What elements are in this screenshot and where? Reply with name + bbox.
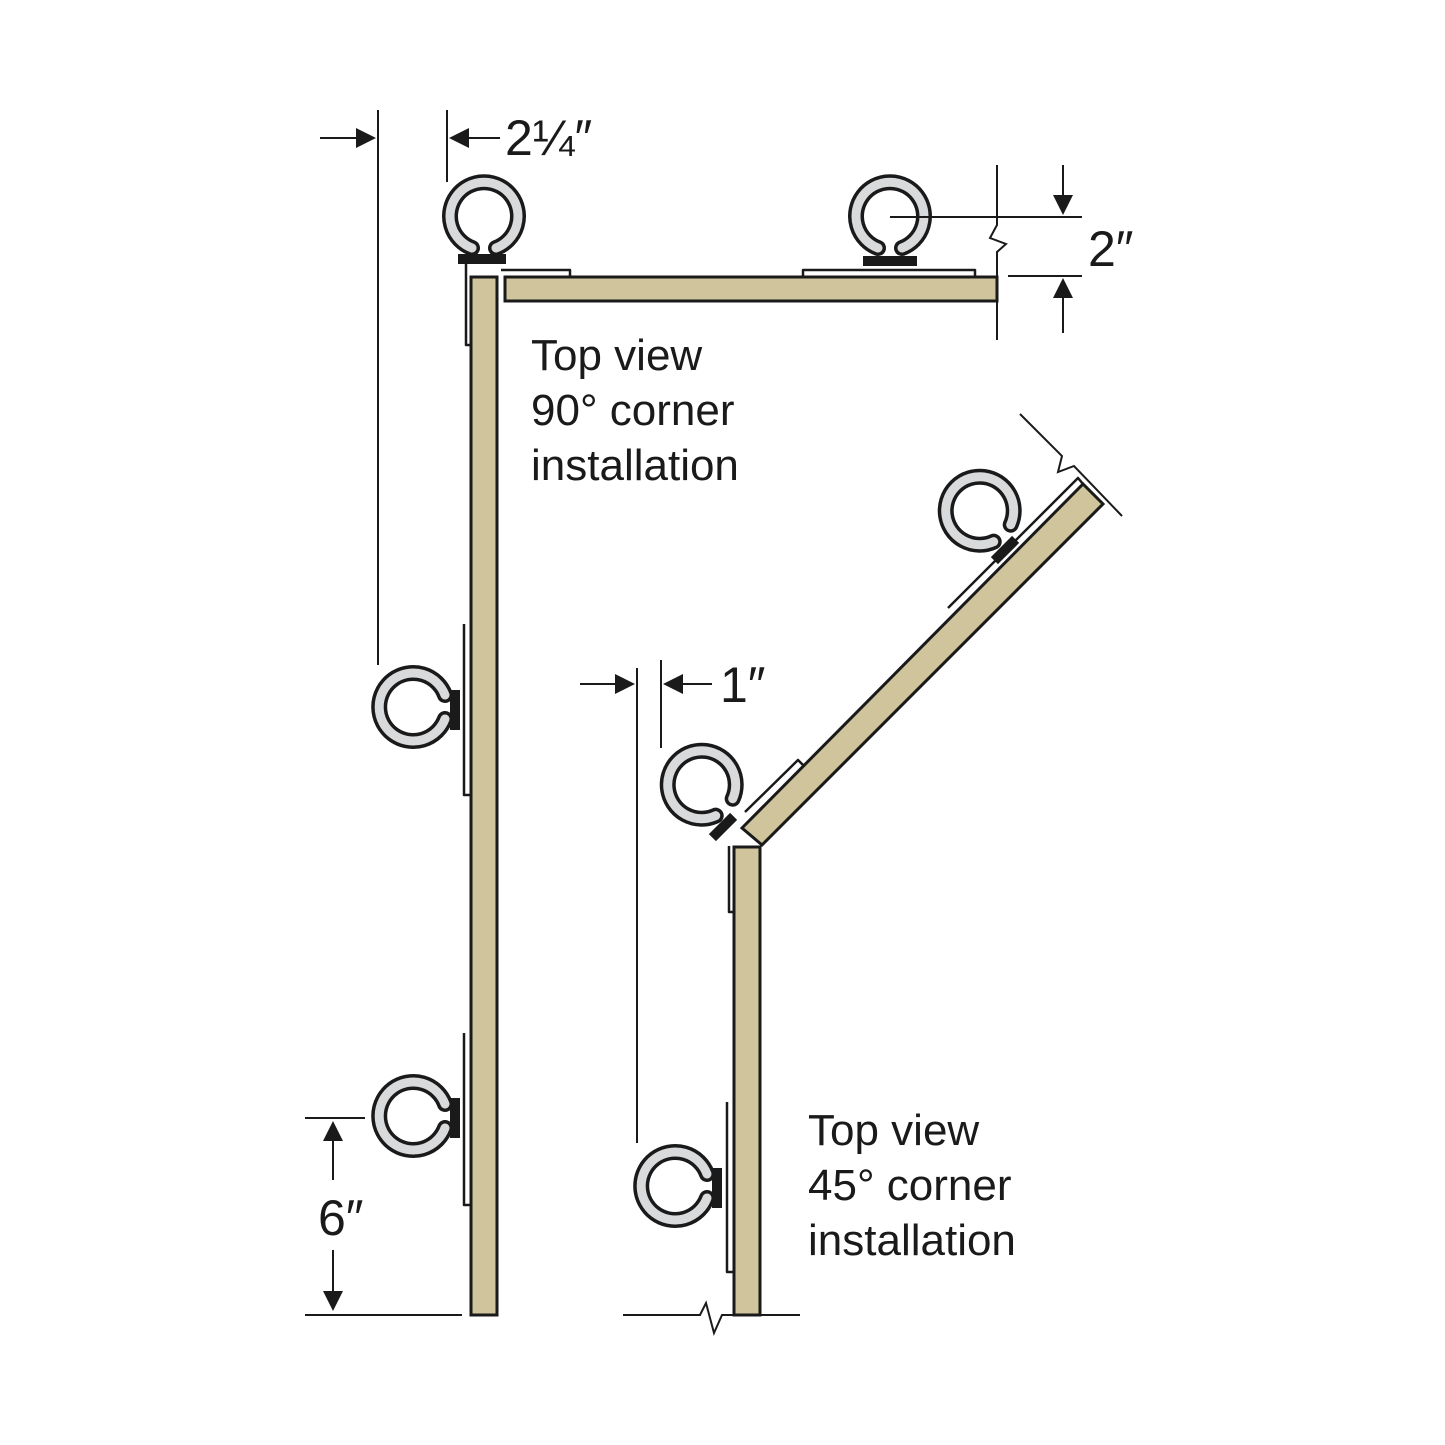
break-line-45-diagonal (1019, 413, 1123, 517)
vertical-board-90 (469, 275, 499, 1317)
bracket-ring-45-bottom (641, 1102, 734, 1274)
label-corner-90: Top view 90° corner installation (531, 331, 747, 490)
bracket-ring-45-corner (654, 737, 804, 914)
bracket-ring-90-top-left (450, 182, 572, 347)
vertical-board-45 (732, 845, 762, 1317)
bracket-ring-45-diagonal (932, 463, 1084, 609)
dimension-text-corner-offset: 1″ (720, 657, 766, 713)
break-line-90 (988, 165, 1008, 340)
bracket-ring-90-top-right (801, 182, 977, 277)
dimension-text-top-offset: 2¼″ (505, 110, 592, 166)
dimension-top-offset: 2¼″ (320, 110, 592, 665)
dimension-text-rail-height: 2″ (1088, 221, 1134, 277)
dimension-corner-offset: 1″ (580, 657, 766, 1143)
diagonal-board-45 (739, 481, 1106, 848)
corner-90-assembly: 2¼″ 2″ 6″ Top view 90° corner installati… (305, 110, 1134, 1317)
corner-45-assembly: 1″ Top view 45° corner installation (580, 413, 1123, 1336)
bracket-ring-90-middle (379, 624, 471, 797)
label-corner-45: Top view 45° corner installation (808, 1106, 1024, 1265)
dimension-text-bottom-spacing: 6″ (318, 1190, 364, 1246)
break-line-45-base (623, 1300, 800, 1336)
dimension-bottom-spacing: 6″ (305, 1117, 462, 1316)
horizontal-board-90 (503, 275, 999, 303)
dimension-rail-height: 2″ (890, 165, 1134, 333)
bracket-ring-90-bottom (379, 1033, 471, 1207)
